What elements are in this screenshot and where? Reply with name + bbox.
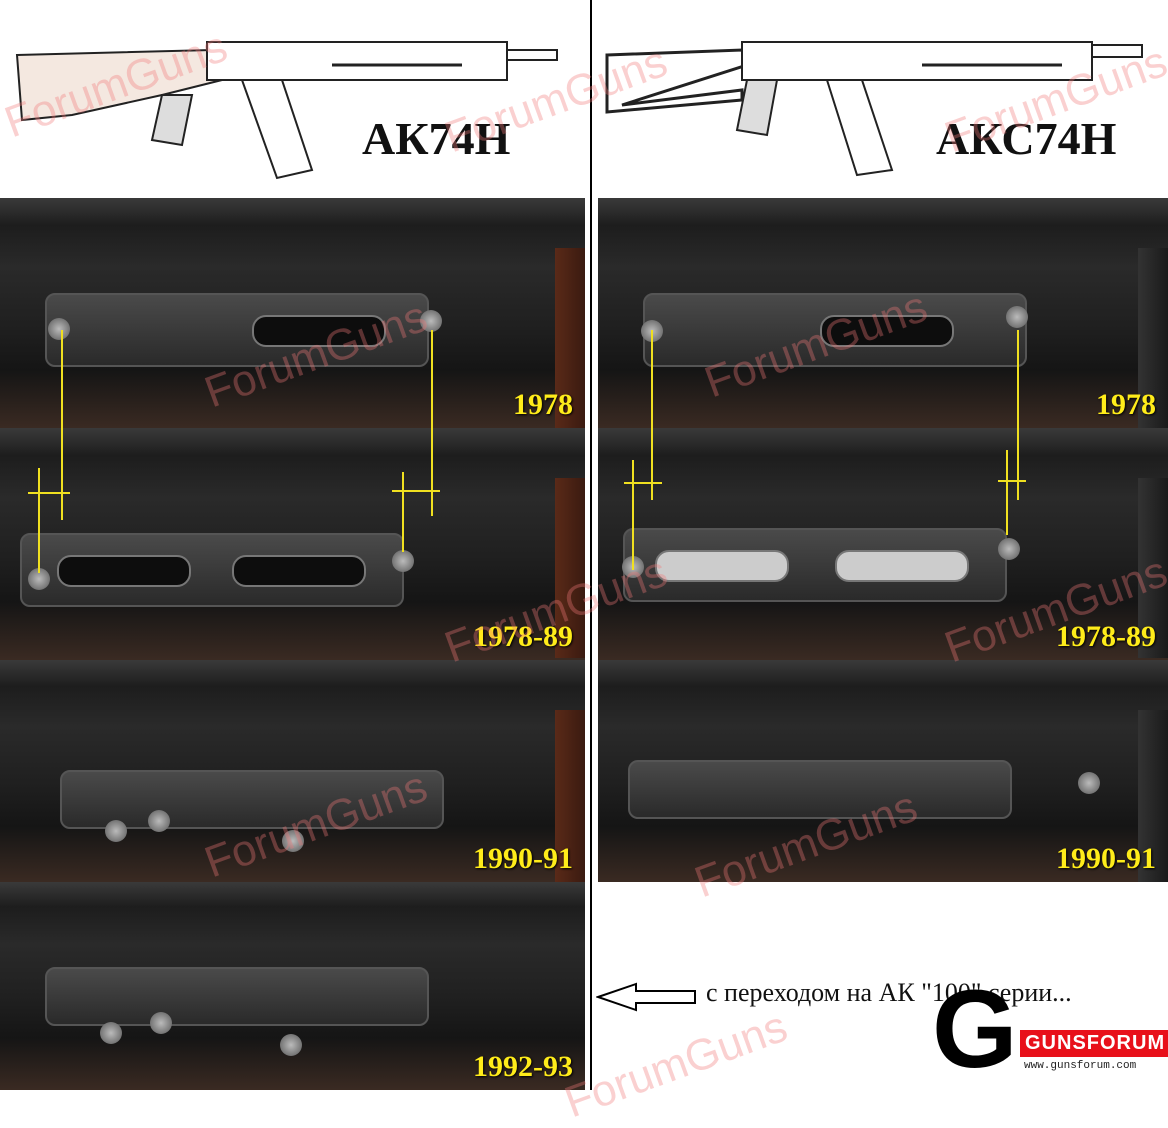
measure-line [431,330,433,516]
gunsforum-url: www.gunsforum.com [1024,1060,1137,1072]
aks74n-title: АКС74Н [936,113,1117,164]
year-label: 1978-89 [473,620,573,653]
column-divider [590,0,592,1090]
gunsforum-logo-mark: G [932,968,1018,1091]
year-label: 1978 [1096,388,1156,421]
series-note: с переходом на АК "100" серии... [706,978,1072,1007]
measure-line [1006,450,1008,535]
ak74n-1990-91-photo: 1990-91 [0,660,585,882]
watermark: ForumGuns [558,1001,794,1128]
aks74n-1978-photo: 1978 [598,198,1168,428]
ak74n-drawing [15,41,558,180]
ak74n-title: АК74Н [362,113,511,164]
ak74n-1978-89-photo: 1978-89 [0,428,585,660]
measure-line [402,472,404,552]
measure-line [1017,330,1019,500]
gunsforum-logo: GUNSFORUM [1020,1030,1168,1057]
arrow-left-icon [596,982,696,1012]
measure-line [38,468,40,573]
aks74n-1978-89-photo: 1978-89 [598,428,1168,660]
measure-line [651,330,653,500]
aks74n-1990-91-photo: 1990-91 [598,660,1168,882]
year-label: 1990-91 [473,842,573,875]
measure-line [632,460,634,570]
year-label: 1990-91 [1056,842,1156,875]
aks74n-drawing [605,41,1143,177]
year-label: 1978 [513,388,573,421]
ak74n-1992-93-photo: 1992-93 [0,882,585,1090]
measure-line [61,330,63,520]
year-label: 1978-89 [1056,620,1156,653]
year-label: 1992-93 [473,1050,573,1083]
ak74n-1978-photo: 1978 [0,198,585,428]
